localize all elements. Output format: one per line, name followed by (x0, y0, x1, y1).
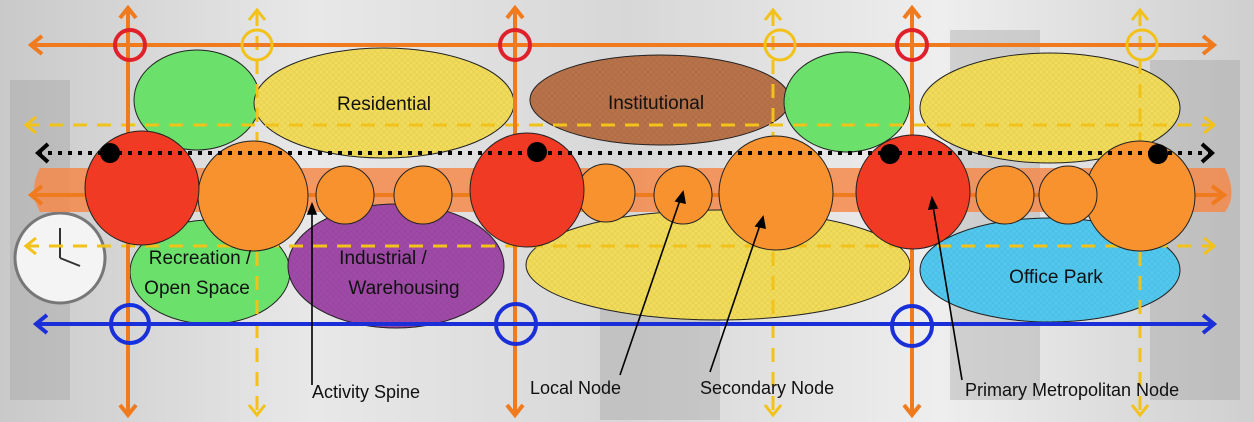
orange-route-arrowheads (27, 4, 1228, 419)
texture-overlay (254, 48, 1180, 328)
local-node-label: Local Node (530, 378, 621, 398)
secondary-nodes (197, 135, 1196, 252)
station-markers (100, 142, 1168, 164)
callout-leaders (306, 190, 963, 385)
activity-spine-label: Activity Spine (312, 382, 420, 402)
clock-face (13, 211, 107, 305)
yellow-intersection-markers (240, 28, 1159, 62)
black-dotted-route (35, 142, 1215, 164)
blue-intersection-markers (109, 302, 934, 348)
office-park-label: Office Park (1009, 267, 1103, 288)
secondary-node-label: Secondary Node (700, 378, 834, 398)
recreation-label-line2: Open Space (144, 278, 250, 299)
red-intersection-markers (113, 28, 929, 62)
recreation-label-line1: Recreation / (149, 248, 252, 269)
industrial-label-line2: Warehousing (348, 278, 459, 299)
yellow-route-arrowheads (23, 7, 1217, 418)
industrial-label-line1: Industrial / (339, 248, 427, 269)
primary-node-label: Primary Metropolitan Node (965, 380, 1179, 400)
blue-route (32, 313, 1218, 335)
open-space-zone-center (783, 51, 911, 153)
residential-label: Residential (337, 94, 431, 115)
institutional-label: Institutional (608, 93, 704, 114)
